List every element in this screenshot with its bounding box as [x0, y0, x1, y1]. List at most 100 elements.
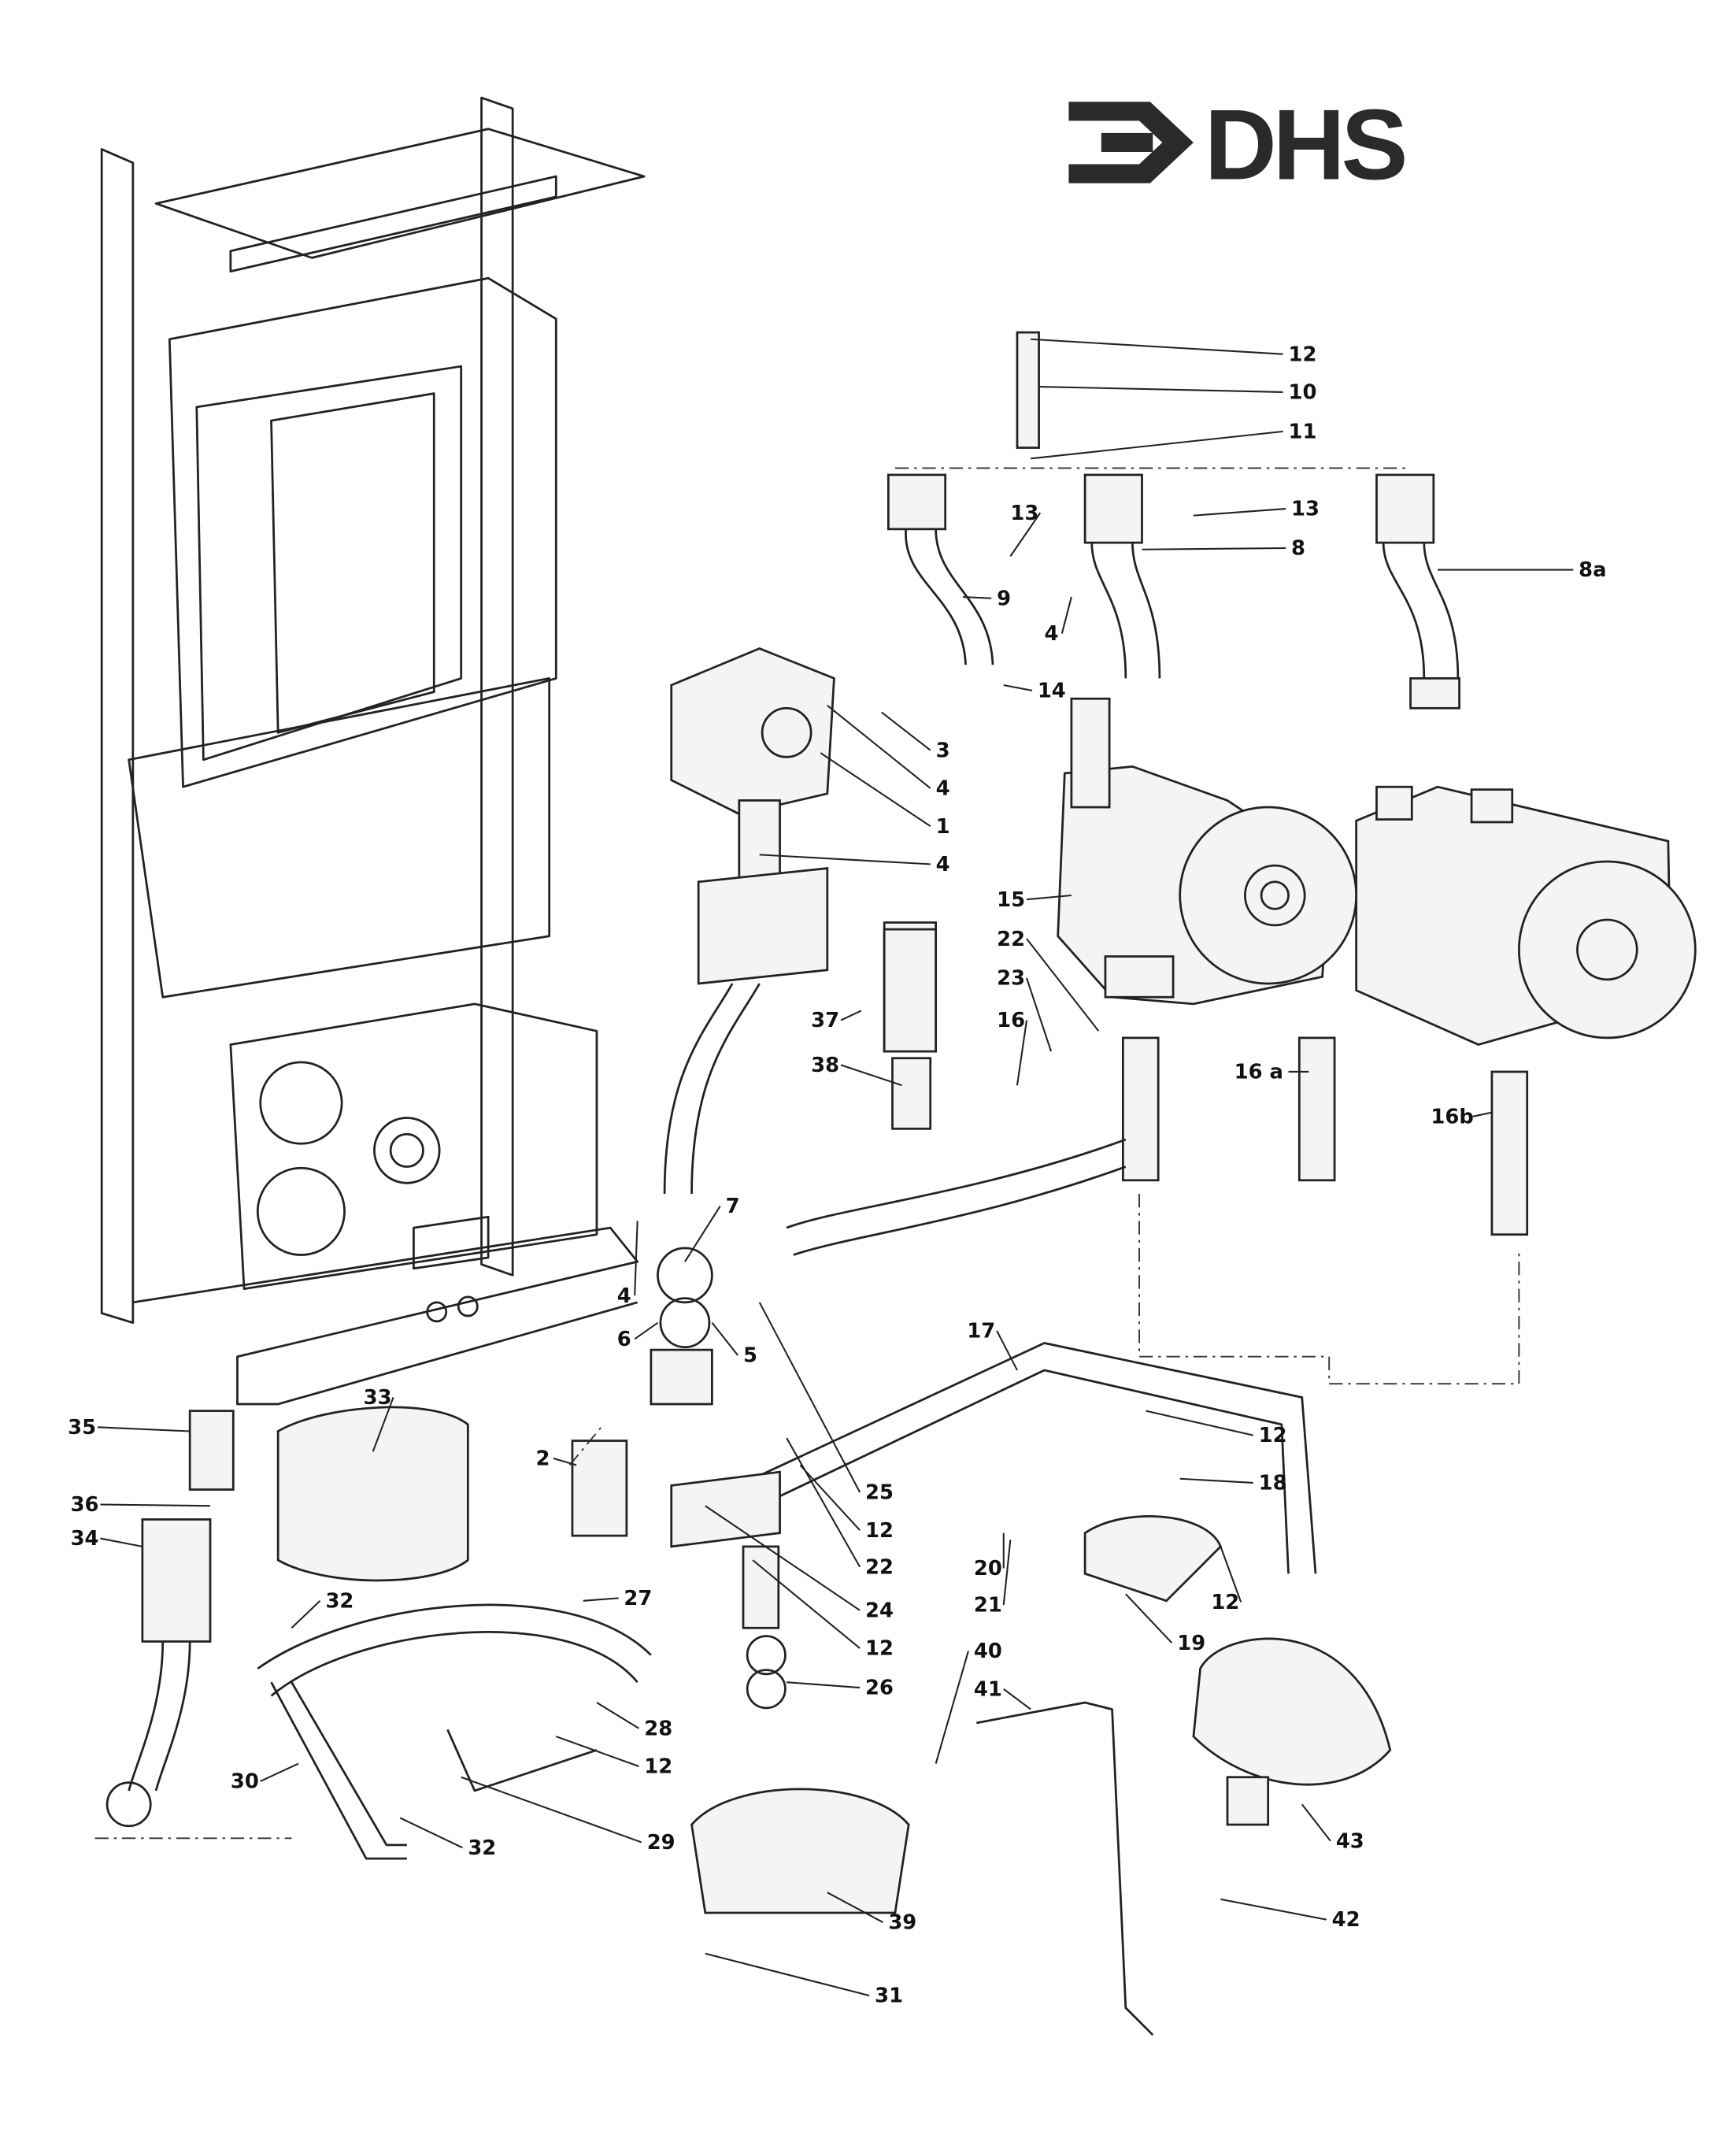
callout-label: 12: [1289, 343, 1317, 366]
callout-leader-line: [996, 1330, 1018, 1371]
callout-leader-line: [1026, 977, 1053, 1052]
callout-label: 20: [974, 1557, 1002, 1580]
callout-label: 3: [936, 739, 950, 762]
callout-label: 12: [1211, 1591, 1239, 1614]
callout-leader-line: [1125, 1593, 1173, 1643]
callout-leader-line: [1472, 1111, 1493, 1117]
callout-leader-line: [752, 1559, 861, 1649]
callout-label: 42: [1332, 1908, 1360, 1932]
callout-leader-line: [787, 1681, 861, 1689]
callout-leader-line: [935, 1651, 969, 1764]
callout-label: 8a: [1579, 558, 1606, 582]
boiler-chassis: [100, 96, 646, 1406]
callout-leader-line: [705, 1952, 870, 1997]
callout-leader-line: [820, 752, 931, 828]
callout-leader-line: [1060, 596, 1072, 634]
callout-leader-line: [583, 1597, 619, 1602]
callout-label: 9: [997, 587, 1011, 610]
callout-label: 16b: [1431, 1105, 1473, 1128]
callout-label: 12: [1259, 1424, 1287, 1447]
callout-leader-line: [963, 596, 992, 599]
callout-label: 5: [743, 1344, 757, 1368]
callout-leader-line: [758, 1302, 861, 1493]
callout-leader-line: [759, 854, 931, 865]
callout-leader-line: [840, 1010, 862, 1021]
callout-leader-line: [634, 1321, 659, 1340]
callout-label: 38: [811, 1054, 839, 1077]
callout-leader-line: [1301, 1803, 1331, 1842]
lower-components: [94, 928, 1392, 2036]
callout-leader-line: [1146, 1410, 1253, 1436]
callout-leader-line: [881, 711, 931, 751]
callout-label: 16: [997, 1009, 1025, 1032]
valve-body: [663, 647, 835, 1195]
callout-label: 8: [1291, 537, 1305, 561]
callout-label: 43: [1336, 1829, 1364, 1853]
callout-leader-line: [100, 1537, 143, 1547]
callout-leader-line: [1002, 1540, 1012, 1606]
callout-leader-line: [461, 1776, 642, 1844]
callout-label: 12: [865, 1637, 894, 1661]
callout-label: 12: [644, 1755, 672, 1779]
callout-label: 24: [865, 1599, 894, 1622]
logo-text: DHS: [1205, 89, 1405, 201]
callout-label: 19: [1177, 1632, 1205, 1655]
callout-label: 14: [1038, 680, 1066, 703]
callout-leader-line: [634, 1221, 639, 1296]
callout-leader-line: [1220, 1898, 1327, 1921]
callout-leader-line: [291, 1600, 321, 1629]
callout-leader-line: [1038, 385, 1283, 393]
callout-leader-line: [1016, 1020, 1028, 1086]
callout-label: 2: [535, 1447, 550, 1471]
callout-label: 13: [1291, 498, 1320, 521]
callout-leader-line: [1009, 512, 1042, 557]
callout-label: 22: [997, 928, 1025, 951]
callout-label: 36: [71, 1493, 99, 1517]
callout-label: 4: [936, 777, 950, 801]
callout-label: 1: [936, 815, 950, 839]
callout-label: 26: [865, 1677, 894, 1700]
callout-leader-line: [711, 1322, 738, 1356]
callout-leader-line: [399, 1817, 463, 1849]
callout-leader-line: [1031, 430, 1283, 460]
callout-leader-line: [827, 705, 931, 789]
callout-leader-line: [260, 1762, 299, 1782]
callout-label: 23: [997, 967, 1025, 991]
callout-label: 40: [974, 1640, 1002, 1663]
callout-label: 13: [1010, 502, 1038, 525]
callout-leader-line: [596, 1702, 639, 1729]
callout-leader-line: [1220, 1546, 1242, 1603]
callout-label: 22: [865, 1555, 894, 1579]
logo-arrow-icon: [1068, 102, 1194, 183]
callout-leader-line: [1003, 1688, 1031, 1710]
callout-leader-line: [827, 1892, 883, 1923]
dhs-logo: DHS: [1068, 89, 1409, 201]
callout-label: 25: [865, 1481, 894, 1505]
callout-leader-line: [1142, 547, 1286, 550]
callout-label: 10: [1289, 381, 1317, 405]
callout-leader-line: [1003, 684, 1033, 691]
callout-label: 33: [364, 1386, 392, 1410]
callout-leader-line: [786, 1437, 861, 1568]
callout-label: 31: [875, 1984, 903, 2008]
pipework: [752, 921, 1529, 1574]
callout-leader-line: [1031, 338, 1283, 355]
circulation-pumps: [1057, 697, 1697, 1046]
callout-label: 28: [644, 1717, 672, 1740]
callout-label: 30: [231, 1770, 259, 1794]
callout-label: 15: [997, 888, 1025, 912]
callout-label: 37: [811, 1009, 839, 1032]
flow-fittings: [887, 331, 1460, 710]
callout-label: 41: [974, 1677, 1002, 1701]
callout-leader-line: [705, 1505, 861, 1611]
callout-label: 4: [936, 853, 950, 876]
callout-label: 21: [974, 1594, 1002, 1618]
callout-leader-line: [799, 1464, 861, 1531]
callout-label: 12: [865, 1519, 894, 1543]
callout-label: 16 a: [1234, 1061, 1283, 1084]
callout-label: 27: [624, 1587, 652, 1610]
callout-label: 29: [647, 1831, 676, 1855]
callout-leader-line: [553, 1457, 577, 1466]
callout-leader-line: [840, 1064, 902, 1087]
